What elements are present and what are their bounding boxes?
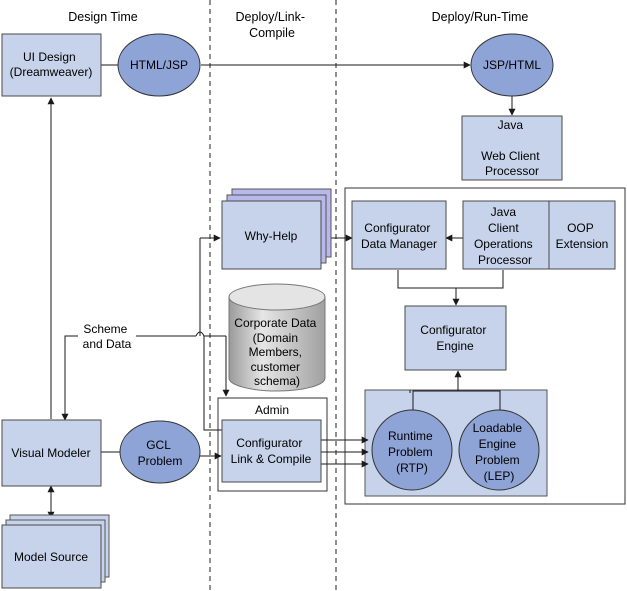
visual-modeler-box <box>1 419 102 487</box>
java-web-client-box <box>461 115 563 181</box>
java-client-ops-box <box>462 200 550 270</box>
java-client-ops-label: Java Client Operations Processor <box>474 205 536 267</box>
visual-modeler-label: Visual Modeler <box>11 446 90 460</box>
loadable-engine-problem-label: Loadable Engine Problem (LEP) <box>473 421 526 483</box>
header-deploy-run-time: Deploy/Run-Time <box>432 10 529 24</box>
configurator-engine-label: Configurator Engine <box>420 323 489 353</box>
html-jsp-label: HTML/JSP <box>130 58 188 72</box>
html-jsp-ellipse <box>117 33 201 97</box>
model-source-box <box>1 524 102 589</box>
header-design-time: Design Time <box>68 10 138 24</box>
model-source-label: Model Source <box>14 550 88 564</box>
jsp-html-label: JSP/HTML <box>483 58 541 72</box>
configurator-engine-box <box>404 305 507 371</box>
gcl-problem-label: GCL Problem <box>138 438 183 468</box>
jsp-html-ellipse <box>470 33 554 97</box>
oop-extension-box <box>548 200 616 270</box>
runtime-problem-label: Runtime Problem (RTP) <box>388 429 436 475</box>
corporate-data-label: Corporate Data (Domain Members, customer… <box>234 316 319 388</box>
configurator-data-manager-label: Configurator Data Manager <box>361 221 437 251</box>
runtime-problem-circle <box>371 409 453 491</box>
oop-extension-label: OOP Extension <box>556 221 609 251</box>
configurator-link-compile-label: Configurator Link & Compile <box>231 436 312 466</box>
scheme-and-data-label: Scheme and Data <box>83 322 132 351</box>
java-web-client-label: Java Web Client Processor <box>481 118 543 178</box>
configurator-data-manager-box <box>351 200 447 270</box>
admin-label: Admin <box>255 403 289 417</box>
gcl-problem-ellipse <box>119 420 201 484</box>
ui-design-box <box>1 33 102 97</box>
configurator-link-compile-box <box>221 419 322 483</box>
corporate-data-cylinder <box>228 283 326 392</box>
ui-design-label: UI Design (Dreamweaver) <box>10 50 93 79</box>
loadable-engine-problem-circle <box>458 409 540 491</box>
header-deploy-link-compile: Deploy/Link- Compile <box>236 10 309 40</box>
why-help-box <box>221 200 322 270</box>
why-help-label: Why-Help <box>245 229 298 243</box>
